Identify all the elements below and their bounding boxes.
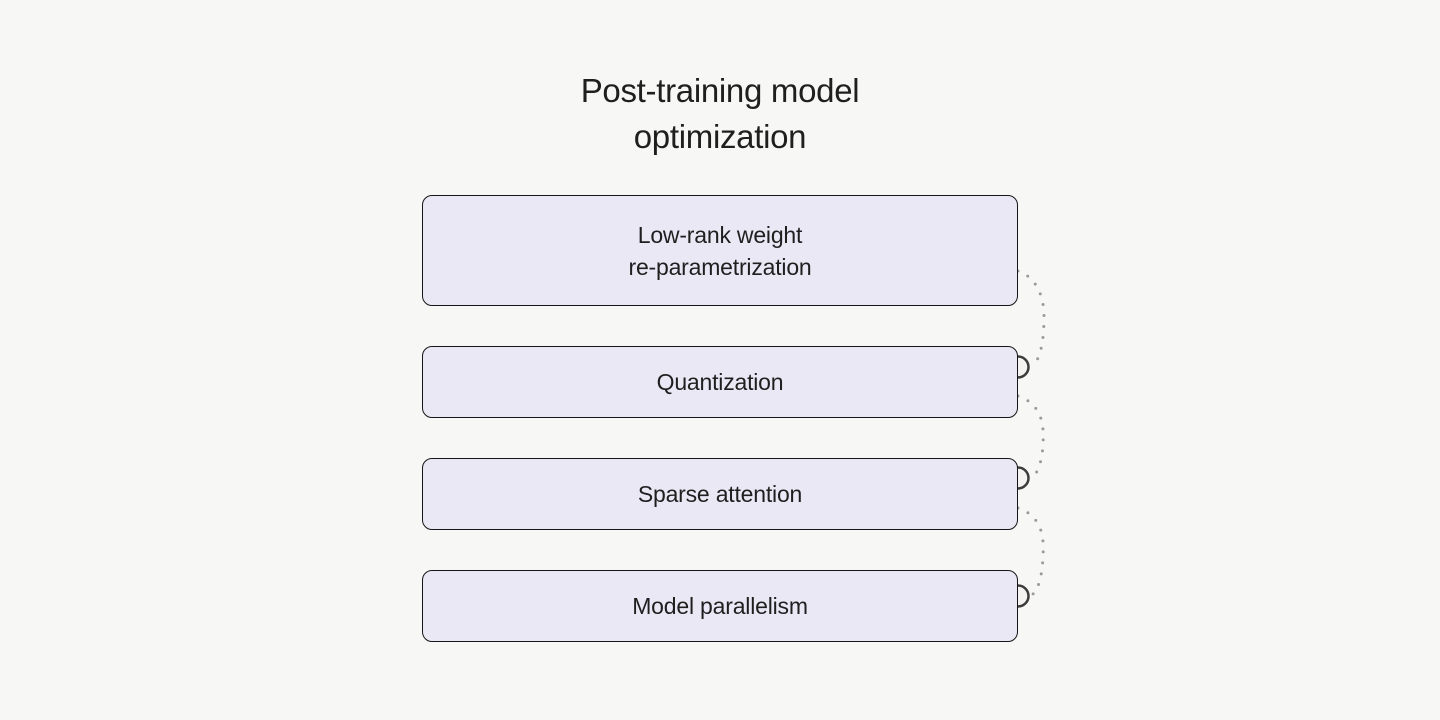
- node-label: Model parallelism: [632, 593, 808, 619]
- node-label: Sparse attention: [637, 481, 803, 507]
- node-label: Low-rank weight re-parametrization: [628, 221, 812, 280]
- dotted-connector-1: [1016, 269, 1046, 368]
- node-low-rank-weight-reparametrization[interactable]: Low-rank weight re-parametrization: [422, 195, 1018, 306]
- node-sparse-attention[interactable]: Sparse attention: [422, 458, 1018, 530]
- node-quantization[interactable]: Quantization: [422, 346, 1018, 418]
- dotted-connector-3: [1016, 506, 1045, 596]
- diagram-title: Post-training model optimization: [580, 72, 860, 155]
- node-label: Quantization: [656, 369, 784, 395]
- node-model-parallelism[interactable]: Model parallelism: [422, 570, 1018, 642]
- dotted-connector-2: [1016, 394, 1045, 479]
